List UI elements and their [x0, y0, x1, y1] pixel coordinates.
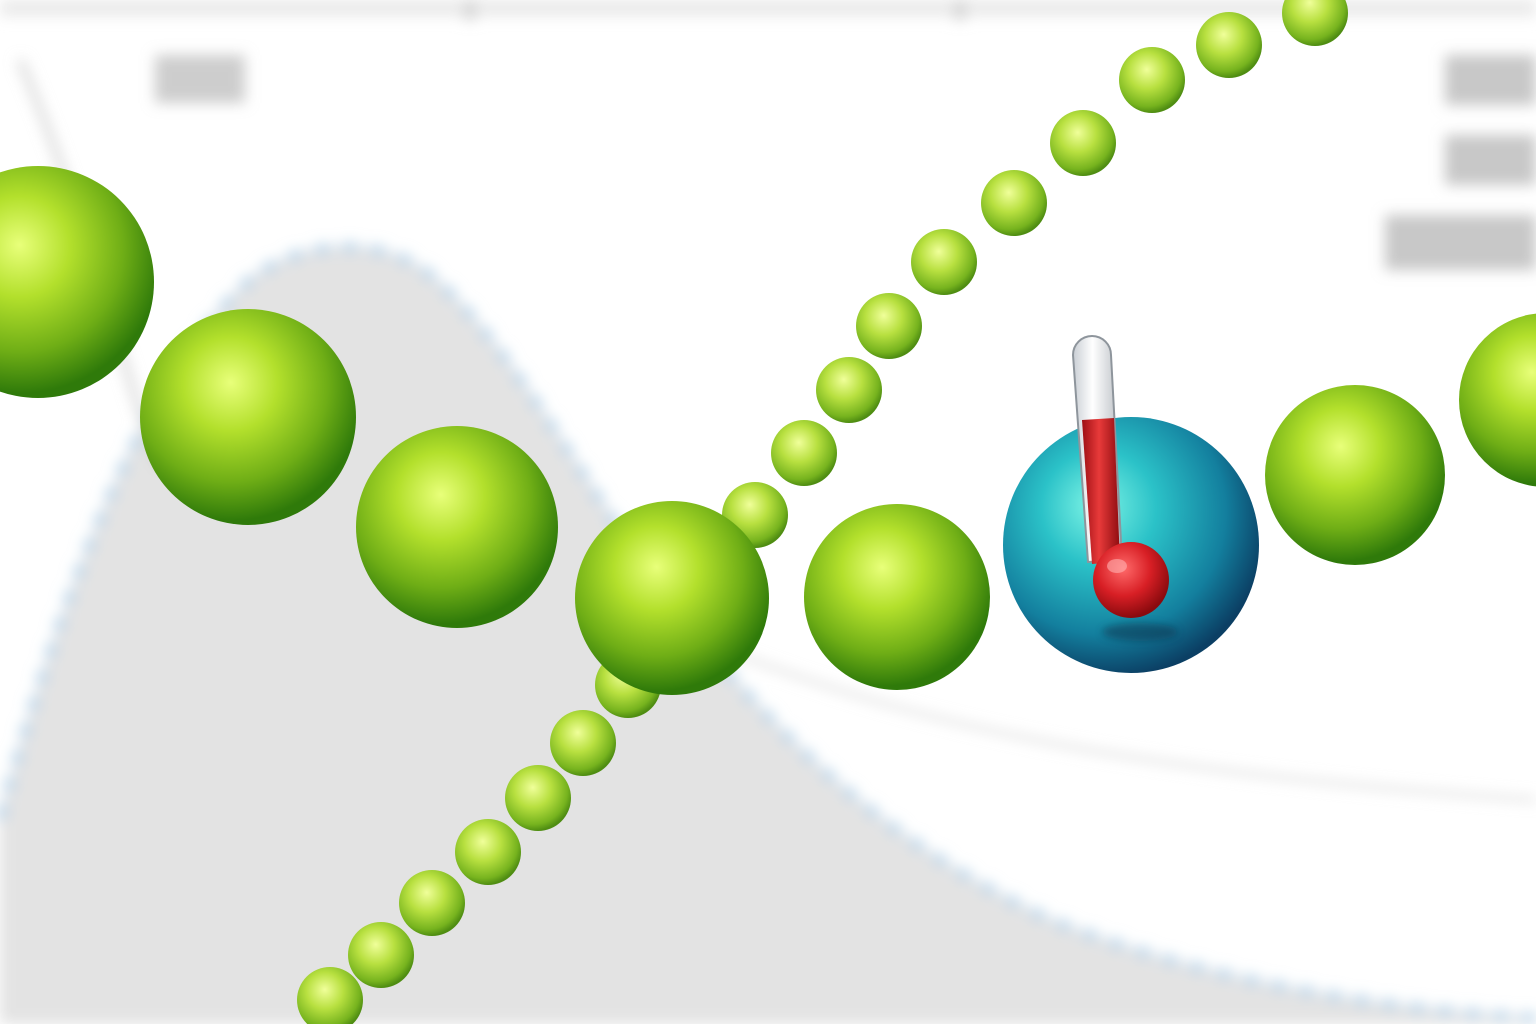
- small-bead: [505, 765, 571, 831]
- small-bead: [297, 967, 363, 1024]
- small-bead: [1196, 12, 1262, 78]
- large-bead-chain: [0, 166, 1536, 695]
- large-bead: [140, 309, 356, 525]
- small-bead: [550, 710, 616, 776]
- small-bead: [816, 357, 882, 423]
- small-bead: [348, 922, 414, 988]
- thermometer-icon: [1071, 335, 1169, 618]
- small-bead: [1119, 47, 1185, 113]
- small-bead: [911, 229, 977, 295]
- large-bead: [356, 426, 558, 628]
- small-bead: [399, 870, 465, 936]
- small-bead: [1050, 110, 1116, 176]
- teal-probe-bead: [1003, 335, 1259, 673]
- large-bead: [1265, 385, 1445, 565]
- small-bead: [981, 170, 1047, 236]
- small-bead-chain: [297, 0, 1348, 1024]
- small-bead: [455, 819, 521, 885]
- small-bead: [1282, 0, 1348, 46]
- small-bead: [856, 293, 922, 359]
- large-bead: [1459, 313, 1536, 487]
- large-bead: [575, 501, 769, 695]
- small-bead: [771, 420, 837, 486]
- large-bead: [0, 166, 154, 398]
- large-bead: [804, 504, 990, 690]
